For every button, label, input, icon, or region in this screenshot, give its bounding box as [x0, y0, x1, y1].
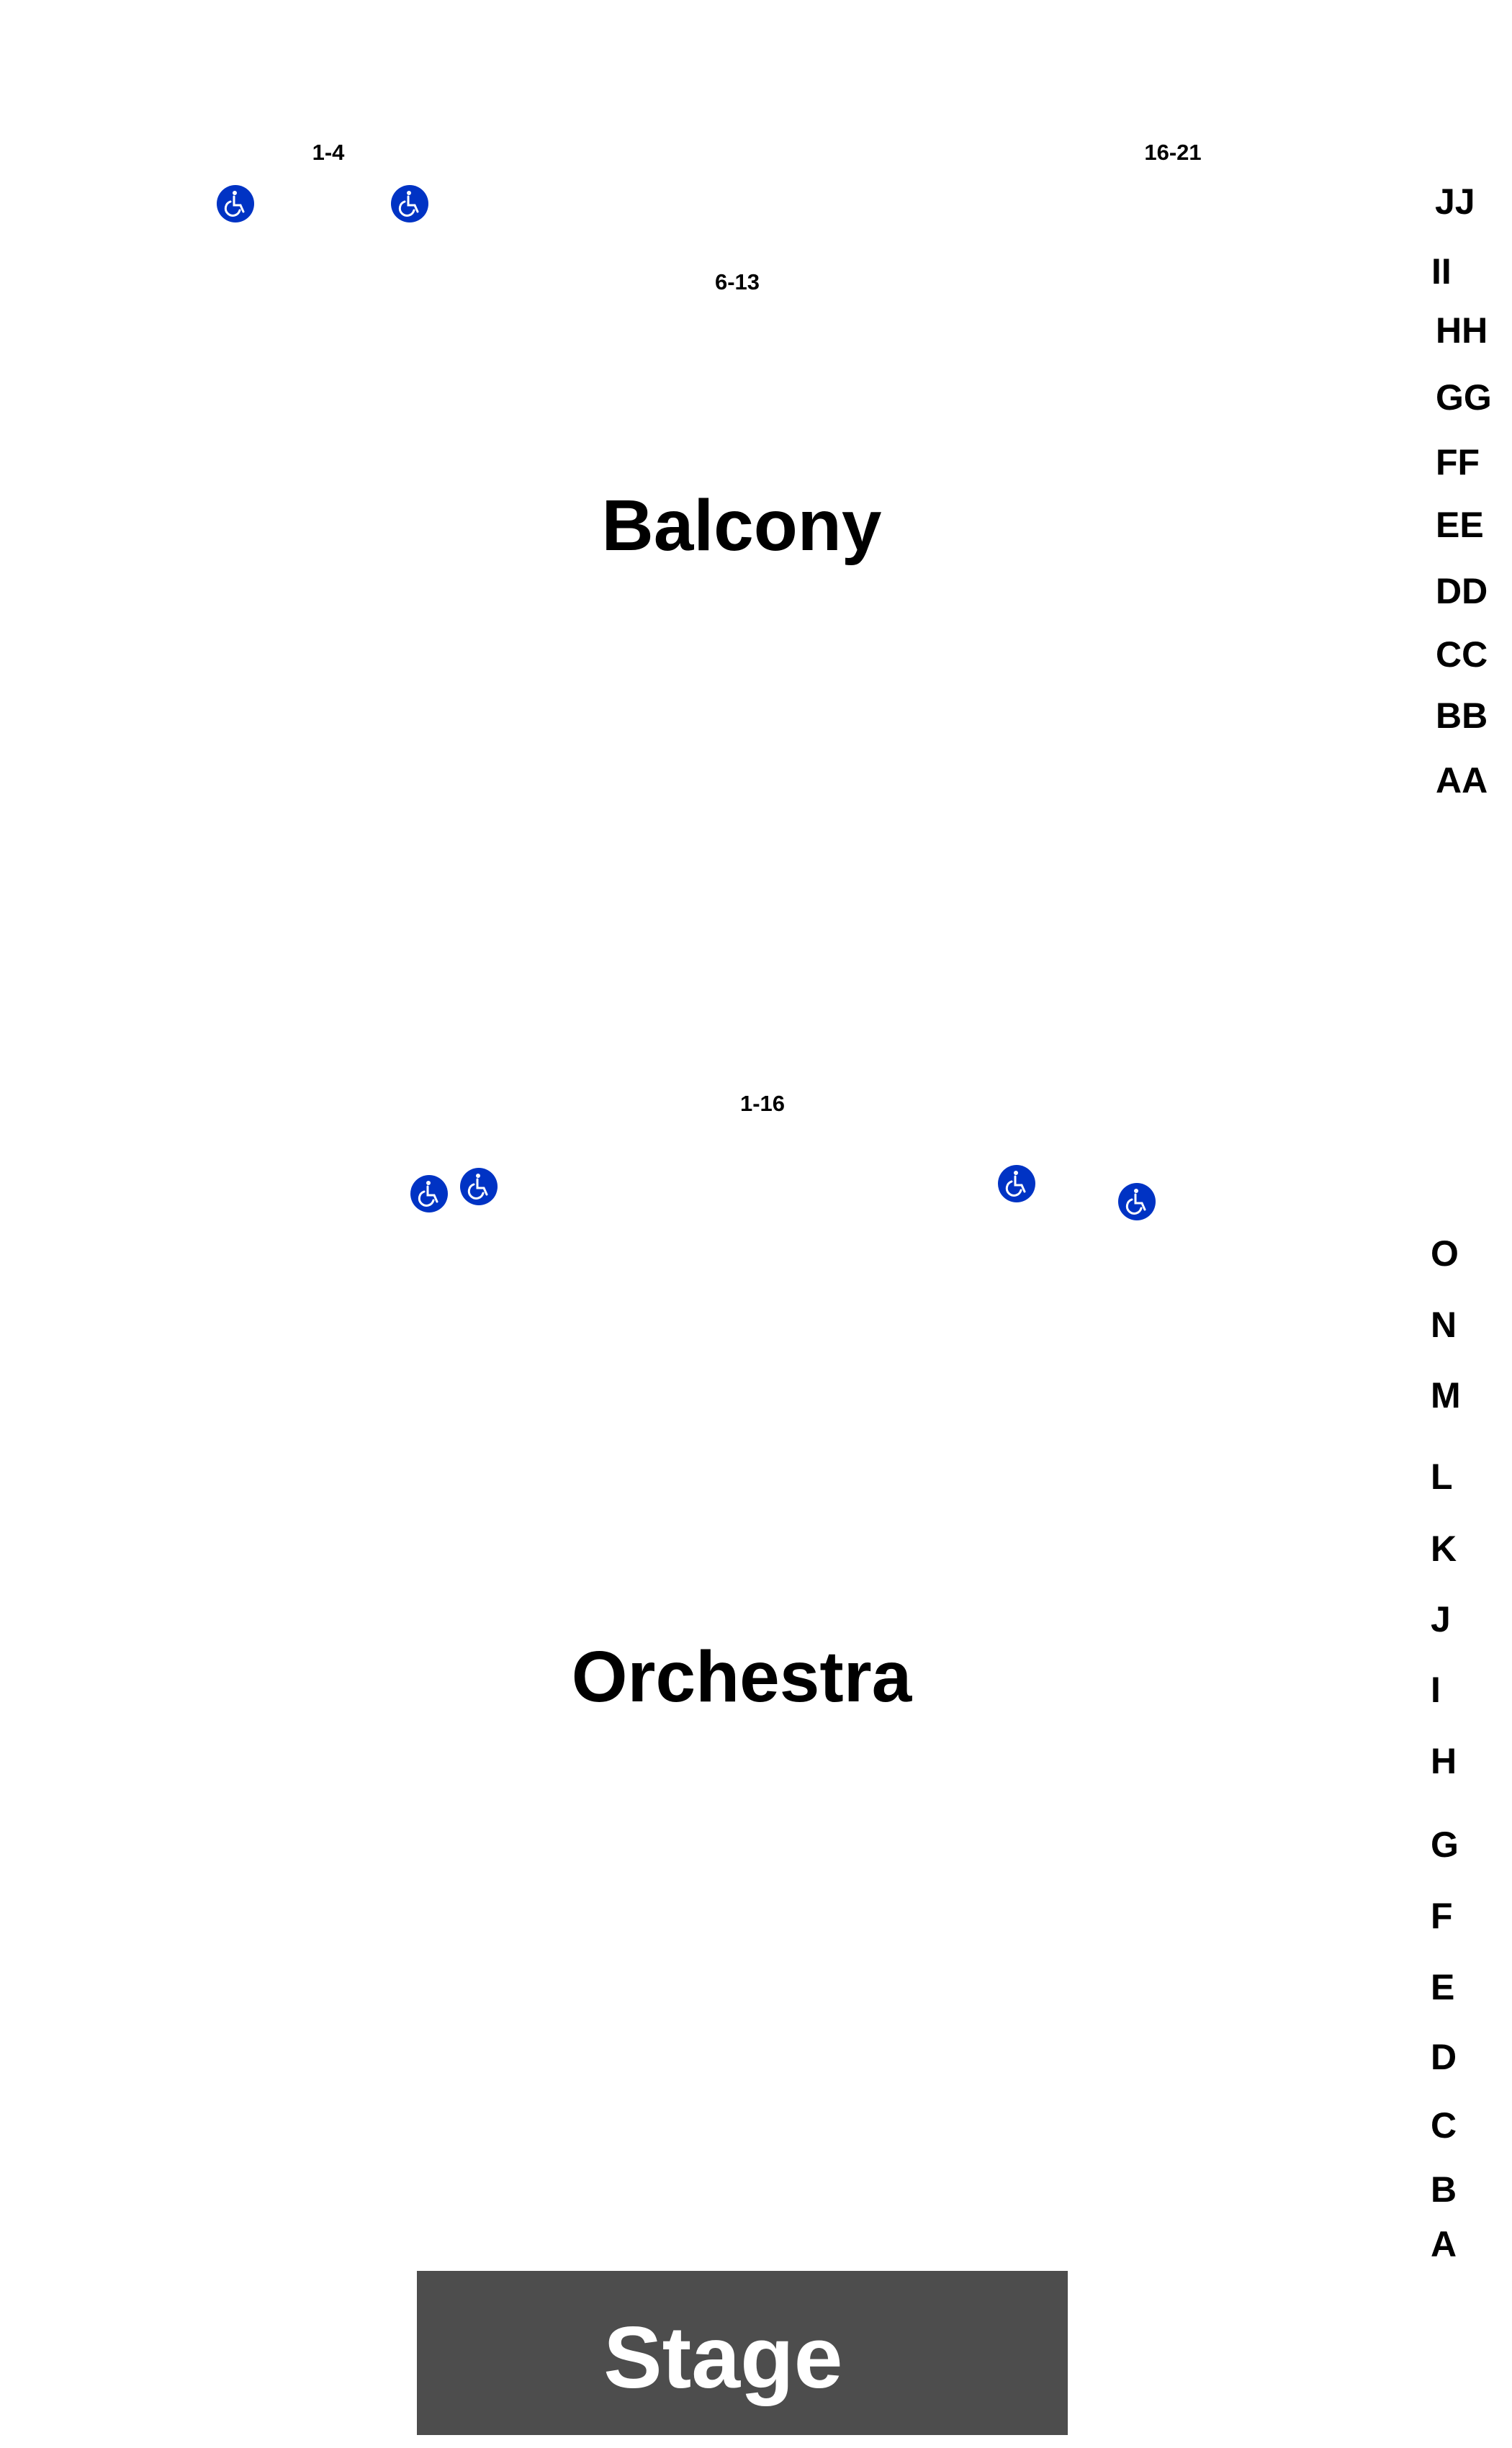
balcony-row-label: II: [1431, 251, 1452, 292]
balcony-row-label: CC: [1436, 634, 1488, 675]
orchestra-row-label: A: [1431, 2224, 1457, 2264]
wheelchair-accessible-icon[interactable]: [998, 1165, 1035, 1202]
orchestra-row-label: G: [1431, 1824, 1459, 1865]
orchestra-row-label: H: [1431, 1741, 1457, 1781]
orchestra-row-label: M: [1431, 1375, 1461, 1416]
orchestra-row-label: B: [1431, 2169, 1457, 2210]
balcony-row-label: FF: [1436, 442, 1480, 482]
stage: Stage: [417, 2271, 1068, 2435]
balcony-row-label: HH: [1436, 310, 1488, 351]
orchestra-row-label: F: [1431, 1896, 1453, 1936]
wheelchair-accessible-icon[interactable]: [217, 185, 254, 222]
orchestra-row-label: K: [1431, 1529, 1457, 1569]
wheelchair-accessible-icon[interactable]: [410, 1175, 448, 1212]
balcony-row-label: GG: [1436, 377, 1492, 418]
stage-label: Stage: [603, 2308, 843, 2407]
balcony-row-label: AA: [1436, 760, 1488, 801]
orchestra-row-label: E: [1431, 1967, 1455, 2007]
orchestra-row-label: D: [1431, 2037, 1457, 2077]
balcony-row-label: BB: [1436, 696, 1488, 736]
orchestra-row-label: J: [1431, 1599, 1451, 1639]
balcony-seat-range-16-21: 16-21: [1144, 140, 1202, 165]
orchestra-row-label: O: [1431, 1233, 1459, 1274]
balcony-row-label: DD: [1436, 571, 1488, 611]
orchestra-section-title: Orchestra: [571, 1637, 912, 1717]
wheelchair-accessible-icon[interactable]: [391, 185, 428, 222]
wheelchair-accessible-icon[interactable]: [1118, 1183, 1156, 1220]
orchestra-row-label: N: [1431, 1305, 1457, 1345]
orchestra-seat-range-1-16: 1-16: [739, 1091, 786, 1116]
balcony-seat-range-1-4: 1-4: [312, 140, 345, 165]
orchestra-row-label: L: [1431, 1457, 1453, 1497]
orchestra-row-label: C: [1431, 2105, 1457, 2146]
orchestra-row-label: I: [1431, 1670, 1441, 1710]
wheelchair-accessible-icon[interactable]: [460, 1168, 498, 1205]
balcony-row-label: EE: [1436, 505, 1484, 545]
balcony-row-label: JJ: [1435, 181, 1475, 222]
balcony-seat-range-6-13: 6-13: [714, 269, 760, 294]
balcony-section-title: Balcony: [601, 485, 882, 566]
